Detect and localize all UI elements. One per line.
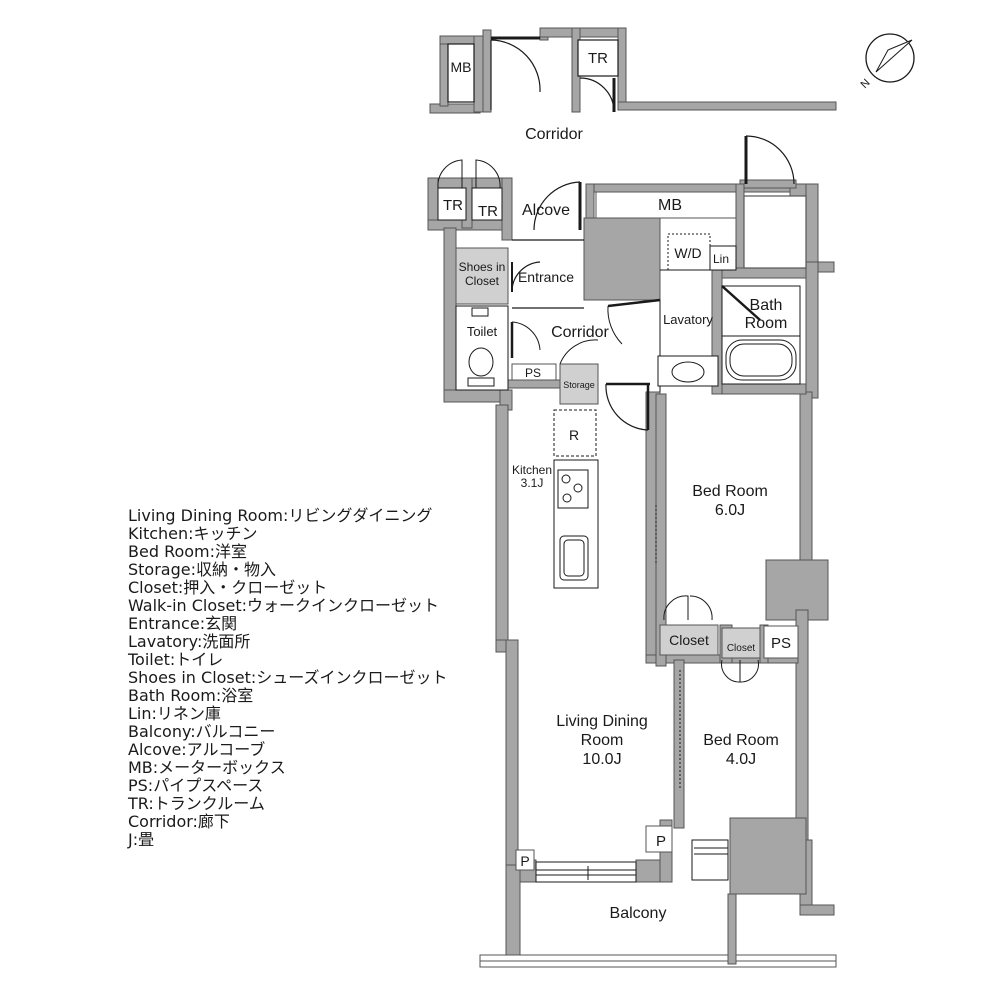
bath-label-2: Room <box>745 315 788 332</box>
corridor-label: Corridor <box>551 324 609 341</box>
shaft-door <box>743 135 807 269</box>
p2-label: P <box>520 853 529 869</box>
legend-item: Lin:リネン庫 <box>128 704 221 723</box>
bath-label-1: Bath <box>750 297 783 314</box>
balcony-label: Balcony <box>610 905 667 922</box>
mb-box <box>595 191 737 219</box>
upper-corridor-doors <box>447 36 619 113</box>
p1-label: P <box>656 833 666 850</box>
bed2-label-1: Bed Room <box>703 732 779 749</box>
alcove-label: Alcove <box>522 202 570 219</box>
storage-label: Storage <box>563 380 595 390</box>
closet-small <box>721 627 761 683</box>
legend: Living Dining Room:リビングダイニング Kitchen:キッチ… <box>128 507 447 849</box>
fridge-box <box>553 409 597 457</box>
ldr-label-3: 10.0J <box>582 751 621 768</box>
p1-box <box>645 825 673 853</box>
legend-item: Bath Room:浴室 <box>128 686 254 705</box>
lavatory <box>607 298 719 392</box>
closet-2-label: Closet <box>727 643 756 654</box>
ps-right-box <box>763 625 799 659</box>
bed1-label-1: Bed Room <box>692 483 768 500</box>
mb-label: MB <box>658 197 682 214</box>
north-label: N <box>858 77 872 91</box>
shoes-closet-box <box>455 247 509 305</box>
shoes-label-1: Shoes in <box>459 260 506 274</box>
tr-doors <box>437 159 503 221</box>
kitchen-label-2: 3.1J <box>521 476 544 490</box>
closet-large <box>659 595 719 656</box>
corridor-top-label: Corridor <box>525 126 583 143</box>
ldr-label-2: Room <box>581 732 624 749</box>
legend-item: Corridor:廊下 <box>128 812 230 831</box>
toilet <box>455 305 541 391</box>
outer-walls <box>427 177 835 968</box>
ldr-label-1: Living Dining <box>556 713 648 730</box>
lin-label: Lin <box>713 252 729 266</box>
wd-lin <box>660 233 737 271</box>
wd-label: W/D <box>674 245 701 261</box>
bathroom <box>721 285 801 385</box>
legend-item: Closet:押入・クローゼット <box>128 578 328 597</box>
bedroom1-door <box>605 382 650 431</box>
lavatory-label: Lavatory <box>663 312 713 327</box>
legend-item: J:畳 <box>128 830 155 849</box>
balcony-rail <box>479 893 837 968</box>
tr-2-label: TR <box>478 203 498 220</box>
shoes-label-2: Closet <box>465 274 500 288</box>
fridge-label: R <box>569 427 579 443</box>
kitchen-counter <box>553 459 599 589</box>
legend-item: Storage:収納・物入 <box>128 560 276 579</box>
toilet-label: Toilet <box>467 324 498 339</box>
north-arrow-icon: N <box>858 33 915 91</box>
tr-top-label: TR <box>588 50 608 67</box>
ps-right-label: PS <box>771 635 791 652</box>
legend-item: Living Dining Room:リビングダイニング <box>128 506 433 525</box>
bed2-label-2: 4.0J <box>726 751 756 768</box>
legend-item: Walk-in Closet:ウォークインクローゼット <box>128 596 440 615</box>
legend-item: Balcony:バルコニー <box>128 722 276 741</box>
kitchen-label-1: Kitchen <box>512 463 552 477</box>
entrance-label: Entrance <box>518 269 574 285</box>
legend-item: Toilet:トイレ <box>128 650 224 669</box>
legend-item: MB:メーターボックス <box>128 758 286 777</box>
legend-item: Lavatory:洗面所 <box>128 632 251 651</box>
legend-item: Shoes in Closet:シューズインクローゼット <box>128 668 448 687</box>
mb-top-label: MB <box>451 59 472 75</box>
legend-item: Entrance:玄関 <box>128 614 238 633</box>
legend-item: PS:パイプスペース <box>128 776 264 795</box>
legend-item: Kitchen:キッチン <box>128 524 258 543</box>
p2-box <box>515 849 535 871</box>
alcove-door <box>533 181 582 231</box>
balcony-windows <box>535 839 729 883</box>
closet-1-label: Closet <box>669 632 709 648</box>
storage <box>559 339 599 405</box>
entrance-door <box>511 239 584 309</box>
ps-left-box <box>511 363 557 381</box>
legend-item: TR:トランクルーム <box>128 794 265 813</box>
ps-left-label: PS <box>525 366 541 380</box>
legend-item: Alcove:アルコーブ <box>128 740 266 759</box>
bed1-label-2: 6.0J <box>715 502 745 519</box>
legend-item: Bed Room:洋室 <box>128 542 248 561</box>
tr-1-label: TR <box>443 197 463 214</box>
